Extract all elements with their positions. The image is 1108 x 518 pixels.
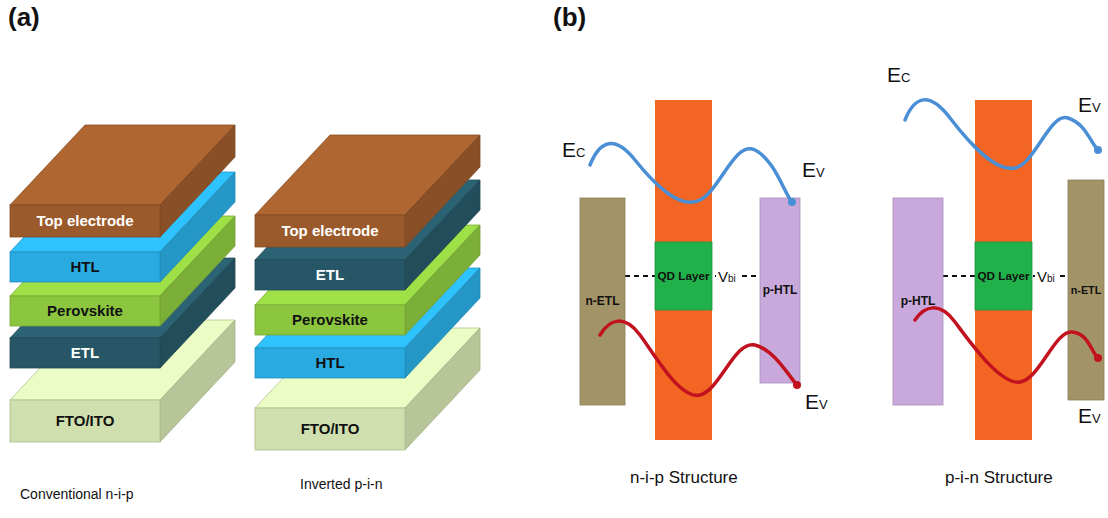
layer-slab: ETL — [10, 338, 160, 368]
shape-face — [255, 260, 405, 290]
conduction-band-curve — [905, 100, 1098, 169]
valence-band-curve — [600, 321, 797, 395]
shape-face — [10, 205, 160, 237]
slab-side — [160, 125, 235, 237]
band-box: QD Layer — [655, 242, 712, 310]
curve-end — [788, 198, 796, 206]
layer-name: Top electrode — [281, 222, 378, 239]
band-box — [655, 242, 712, 310]
caption-label: Inverted p-i-n — [300, 476, 382, 492]
valence-band-curve — [915, 308, 1098, 382]
layer-slab — [255, 135, 480, 247]
curve-end — [793, 381, 801, 389]
shape-face — [10, 400, 160, 442]
voltage-label: Vbi — [716, 268, 738, 285]
layer-slab: FTO/ITO — [255, 408, 405, 450]
band-box: QD Layer — [975, 242, 1032, 310]
layer-name: HTL — [315, 354, 344, 371]
shape-face — [655, 242, 712, 310]
band-box — [580, 198, 625, 405]
band-edge-label: EV — [1076, 93, 1103, 116]
curve-end — [1094, 354, 1102, 362]
caption-label: n-i-p Structure — [630, 468, 738, 488]
absorber-band — [975, 100, 1032, 440]
layer-name: Top electrode — [36, 212, 133, 229]
layer-name: p-HTL — [901, 295, 936, 309]
shape-face — [255, 348, 405, 378]
layer-name: HTL — [70, 258, 99, 275]
band-box — [1068, 180, 1104, 400]
panel-label: (a) — [8, 2, 40, 33]
shape-face — [975, 242, 1032, 310]
band-edge-label: EV — [1076, 404, 1103, 427]
caption-label: p-i-n Structure — [945, 468, 1053, 488]
shape-face — [580, 198, 625, 405]
layer-name: n-ETL — [1071, 284, 1102, 296]
layer-name: n-ETL — [586, 295, 620, 309]
layer-slab: Perovskite — [255, 305, 405, 335]
layer-name: FTO/ITO — [301, 420, 360, 437]
layer-name: FTO/ITO — [56, 412, 115, 429]
layer-name: Perovskite — [292, 311, 368, 328]
shape-face — [255, 305, 405, 335]
shape-face — [1068, 180, 1104, 400]
slab-side — [405, 135, 480, 247]
shape-face — [255, 215, 405, 247]
layer-slab: FTO/ITO — [10, 400, 160, 442]
conduction-band-curve — [590, 144, 792, 203]
shape-face — [10, 338, 160, 368]
layer-slab: HTL — [255, 348, 405, 378]
band-box: p-HTL — [893, 198, 943, 405]
layer-name: p-HTL — [763, 284, 798, 298]
band-box: p-HTL — [760, 198, 800, 383]
voltage-label: Vbi — [1035, 268, 1057, 285]
layer-slab: Top electrode — [255, 215, 405, 247]
panel-label: (b) — [553, 2, 586, 33]
band-edge-label: EC — [885, 63, 912, 86]
band-box — [893, 198, 943, 405]
layer-name: QD Layer — [978, 269, 1030, 282]
layer-slab: Top electrode — [10, 205, 160, 237]
layer-slab — [10, 125, 235, 237]
layer-slab: Perovskite — [10, 296, 160, 326]
caption-label: Conventional n-i-p — [20, 486, 134, 502]
curve-end — [1094, 146, 1102, 154]
band-edge-label: EC — [560, 138, 587, 161]
layer-slab: HTL — [10, 252, 160, 282]
layer-name: QD Layer — [658, 269, 710, 282]
layer-name: ETL — [316, 266, 344, 283]
band-edge-label: EV — [800, 158, 827, 181]
shape-face — [10, 296, 160, 326]
layer-slab: ETL — [255, 260, 405, 290]
band-box: n-ETL — [1068, 180, 1104, 400]
layer-name: ETL — [71, 344, 99, 361]
layer-name: Perovskite — [47, 302, 123, 319]
band-edge-label: EV — [803, 390, 830, 413]
band-box — [975, 242, 1032, 310]
band-box — [760, 198, 800, 383]
band-box: n-ETL — [580, 198, 625, 405]
shape-face — [10, 252, 160, 282]
shape-face — [255, 408, 405, 450]
shape-face — [760, 198, 800, 383]
layer-slab — [10, 320, 235, 442]
shape-face — [893, 198, 943, 405]
